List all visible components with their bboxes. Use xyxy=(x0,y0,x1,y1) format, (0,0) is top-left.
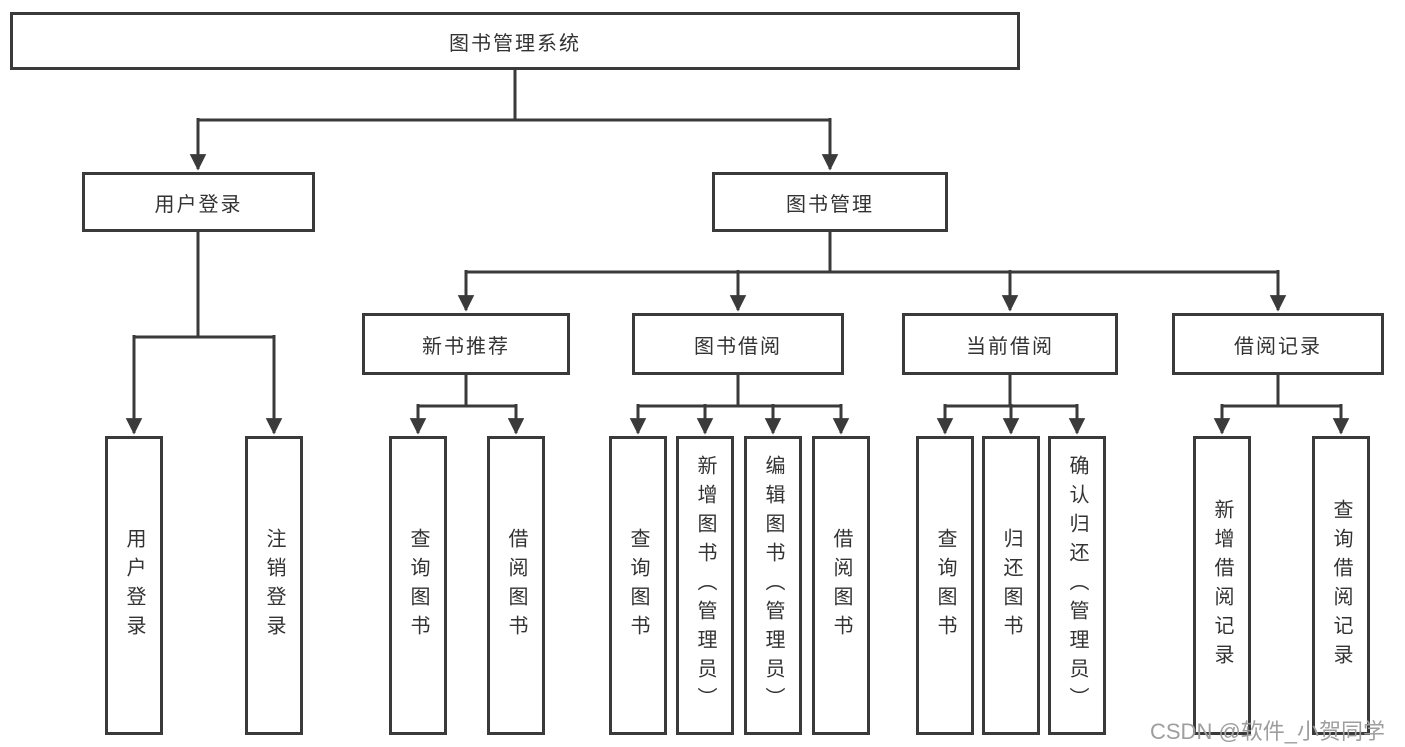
leaf-current-query-books: 查询图书 xyxy=(916,436,974,735)
node-user-login: 用户登录 xyxy=(82,172,315,232)
node-new-book-recommend: 新书推荐 xyxy=(362,313,570,375)
leaf-newrec-borrow-books: 借阅图书 xyxy=(487,436,545,735)
leaf-borrow-edit-books-admin: 编辑图书（管理员） xyxy=(744,436,802,735)
leaf-borrow-query-books: 查询图书 xyxy=(609,436,667,735)
leaf-user-login: 用户登录 xyxy=(105,436,163,735)
leaf-borrow-borrow-books: 借阅图书 xyxy=(812,436,870,735)
leaf-records-query-borrow-record: 查询借阅记录 xyxy=(1312,436,1370,735)
leaf-newrec-query-books: 查询图书 xyxy=(389,436,447,735)
leaf-records-add-borrow-record: 新增借阅记录 xyxy=(1193,436,1251,735)
leaf-current-return-books: 归还图书 xyxy=(982,436,1040,735)
node-root: 图书管理系统 xyxy=(10,12,1020,70)
node-book-management: 图书管理 xyxy=(712,172,948,232)
node-current-borrow: 当前借阅 xyxy=(902,313,1118,375)
node-borrow-records: 借阅记录 xyxy=(1172,313,1384,375)
leaf-current-confirm-return-admin: 确认归还（管理员） xyxy=(1048,436,1106,735)
node-book-borrow: 图书借阅 xyxy=(632,313,844,375)
leaf-borrow-add-books-admin: 新增图书（管理员） xyxy=(676,436,734,735)
csdn-watermark: CSDN @软件_小贺同学 xyxy=(1150,719,1386,744)
leaf-logout: 注销登录 xyxy=(245,436,303,735)
